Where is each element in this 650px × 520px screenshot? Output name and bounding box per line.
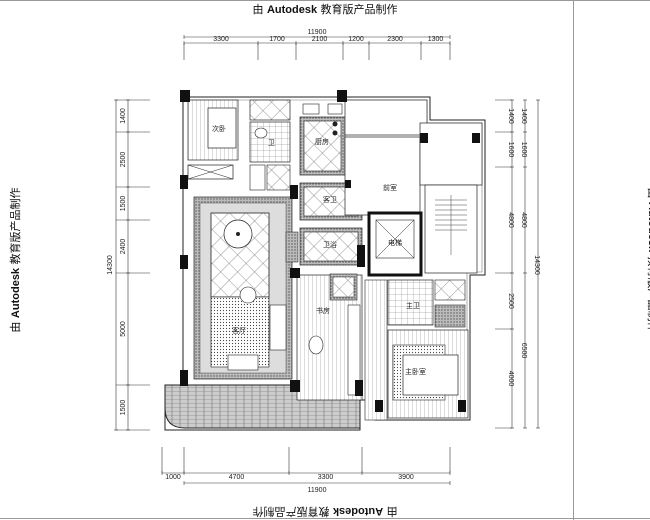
kitchen: [299, 103, 346, 176]
dimension-label: 4700: [229, 474, 245, 481]
dimension-label: 6500: [520, 343, 527, 359]
room-label-living: 客厅: [232, 326, 246, 335]
dimension-label: 2300: [387, 36, 403, 43]
watermark-brand: Autodesk: [266, 4, 318, 16]
watermark-prefix: 由: [252, 3, 267, 16]
dimension-lines: 11900 3300 1700 2100 1200 2300 1300 1000 4700 330…: [107, 29, 540, 494]
dimension-label: 1200: [348, 36, 364, 43]
watermark-suffix: 教育版产品制作: [317, 3, 398, 16]
room-label-kitchen: 厨房: [315, 137, 329, 146]
room-label-second-bedroom: 次卧: [212, 124, 226, 133]
room-label-study: 书房: [316, 306, 330, 315]
dimension-label: 2500: [507, 293, 514, 309]
master-bedroom: [364, 279, 469, 421]
stairwell: [419, 122, 483, 274]
dimension-label: 1600: [520, 142, 527, 158]
dimension-label: 1700: [269, 36, 285, 43]
master-bath: [387, 279, 466, 328]
dimension-total: 11900: [308, 487, 327, 494]
room-label-guest-bath: 客卫: [323, 195, 337, 204]
study: [296, 273, 363, 401]
room-label-bathroom: 卫: [268, 139, 275, 147]
dimension-label: 1500: [120, 196, 127, 212]
bottom-border: [0, 518, 650, 519]
dimension-label: 1300: [428, 36, 444, 43]
dimension-label: 1500: [120, 400, 127, 416]
columns: [180, 90, 480, 412]
dimension-total: 11900: [308, 29, 327, 36]
dimension-label: 2500: [120, 152, 127, 168]
dimension-label: 2100: [312, 36, 328, 43]
dimension-label: 3300: [318, 474, 334, 481]
dimension-total: 14300: [533, 255, 540, 275]
room-labels: 次卧 卫 厨房 客卫 卫浴 客厅 书房 主卧室 主卫 电梯 前室: [212, 124, 426, 376]
top-border: [0, 0, 650, 1]
room-label-master-bath: 主卫: [406, 301, 420, 310]
room-label-hall: 前室: [383, 183, 397, 192]
dimension-label: 1600: [507, 142, 514, 158]
room-label-elevator: 电梯: [388, 238, 402, 247]
dimension-total: 14300: [107, 255, 114, 275]
elevator: [367, 211, 423, 277]
watermark-top: 由 Autodesk 教育版产品制作: [0, 1, 650, 17]
dimension-label: 3300: [213, 36, 229, 43]
dimension-label: 3900: [398, 474, 414, 481]
bathroom: [249, 99, 291, 191]
dimension-label: 4800: [507, 212, 514, 228]
dimension-label: 1400: [507, 108, 514, 124]
hall: [344, 99, 428, 216]
second-bedroom: [187, 99, 239, 180]
dimension-label: 2400: [120, 239, 127, 255]
dimension-label: 4000: [507, 371, 514, 387]
sheet-divider: [573, 0, 574, 520]
dimension-label: 4800: [520, 212, 527, 228]
dimension-label: 1400: [120, 108, 127, 124]
guest-bath-blocks: [285, 182, 363, 266]
dimension-label: 1000: [165, 474, 181, 481]
room-label-master-bedroom: 主卧室: [405, 367, 426, 376]
dimension-label: 5000: [120, 321, 127, 337]
room-label-bath2: 卫浴: [323, 240, 337, 249]
dimension-label: 1400: [520, 108, 527, 124]
living-room: [193, 196, 293, 380]
